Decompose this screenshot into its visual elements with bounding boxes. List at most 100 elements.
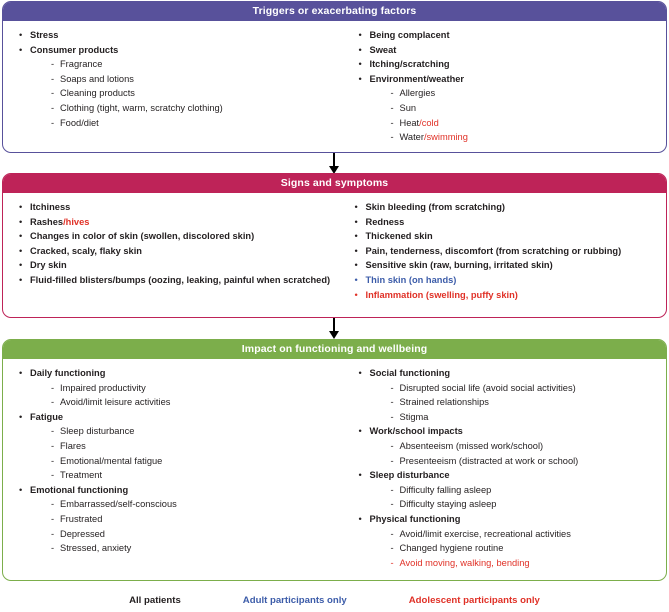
- signs-left-list: Itchiness Rashes/hives Changes in color …: [17, 200, 335, 288]
- list-item-label: Sleep disturbance: [369, 470, 450, 481]
- list-item-label: Thickened skin: [365, 231, 433, 242]
- impact-box-title: Impact on functioning and wellbeing: [3, 340, 666, 359]
- sub-list: Absenteeism (missed work/school) Present…: [370, 439, 667, 468]
- sub-list-item: Food/diet: [30, 116, 335, 131]
- sub-list-item: Water/swimming: [370, 130, 667, 145]
- sub-list-item: Embarrassed/self-conscious: [30, 497, 335, 512]
- triggers-left-list: Stress Consumer products Fragrance Soaps…: [17, 28, 335, 130]
- sub-list-item: Depressed: [30, 527, 335, 542]
- impact-box: Impact on functioning and wellbeing Dail…: [2, 339, 667, 581]
- sub-list-item: Allergies: [370, 86, 667, 101]
- sub-list-item: Emotional/mental fatigue: [30, 454, 335, 469]
- list-item: Physical functioning Avoid/limit exercis…: [357, 512, 667, 570]
- sub-list: Impaired productivity Avoid/limit leisur…: [30, 381, 335, 410]
- list-item-adolescent-only: Inflammation (swelling, puffy skin): [353, 288, 667, 303]
- list-item-label: Itchiness: [30, 202, 71, 212]
- triggers-box-body: Stress Consumer products Fragrance Soaps…: [3, 21, 666, 151]
- list-item-label: Fatigue: [30, 411, 64, 422]
- list-item-label: Rashes: [30, 216, 64, 227]
- sub-list-item: Flares: [30, 439, 335, 454]
- list-item-label: Stress: [30, 30, 59, 40]
- list-item: Rashes/hives: [17, 215, 335, 230]
- sub-list: Embarrassed/self-conscious Frustrated De…: [30, 497, 335, 555]
- sub-list-item-suffix: /swimming: [423, 132, 468, 143]
- impact-left-list: Daily functioning Impaired productivity …: [17, 366, 335, 556]
- list-item: Fluid-filled blisters/bumps (oozing, lea…: [17, 273, 335, 288]
- sub-list-item: Cleaning products: [30, 86, 335, 101]
- list-item: Pain, tenderness, discomfort (from scrat…: [353, 244, 667, 259]
- legend-adolescent-only: Adolescent participants only: [408, 595, 540, 606]
- list-item-label: Environment/weather: [369, 73, 465, 84]
- sub-list-item-label: Water: [399, 132, 424, 143]
- list-item: Sleep disturbance Difficulty falling asl…: [357, 468, 667, 512]
- list-item-label: Skin bleeding (from scratching): [365, 202, 505, 212]
- list-item-label: Sweat: [369, 44, 397, 55]
- sub-list-item: Treatment: [30, 468, 335, 483]
- list-item-label: Being complacent: [369, 30, 450, 40]
- list-item: Dry skin: [17, 258, 335, 273]
- triggers-right-column: Being complacent Sweat Itching/scratchin…: [335, 28, 667, 145]
- sub-list-item: Difficulty staying asleep: [370, 497, 667, 512]
- list-item: Itchiness: [17, 200, 335, 215]
- sub-list-item: Clothing (tight, warm, scratchy clothing…: [30, 101, 335, 116]
- sub-list-item: Sleep disturbance: [30, 424, 335, 439]
- list-item: Social functioning Disrupted social life…: [357, 366, 667, 424]
- signs-box-title: Signs and symptoms: [3, 174, 666, 193]
- list-item-adult-only: Thin skin (on hands): [353, 273, 667, 288]
- list-item-label: Fluid-filled blisters/bumps (oozing, lea…: [30, 274, 331, 285]
- legend-adult-only: Adult participants only: [242, 595, 347, 606]
- signs-right-list: Skin bleeding (from scratching) Redness …: [353, 200, 667, 302]
- sub-list-item: Sun: [370, 101, 667, 116]
- list-item: Sweat: [357, 43, 667, 58]
- triggers-box-title: Triggers or exacerbating factors: [3, 2, 666, 21]
- list-item-label: Redness: [365, 216, 405, 227]
- sub-list-item: Strained relationships: [370, 395, 667, 410]
- sub-list-item: Frustrated: [30, 512, 335, 527]
- list-item: Thickened skin: [353, 229, 667, 244]
- impact-box-body: Daily functioning Impaired productivity …: [3, 359, 666, 576]
- arrow-down-icon: [329, 318, 339, 339]
- list-item-label: Emotional functioning: [30, 484, 129, 495]
- list-item: Cracked, scaly, flaky skin: [17, 244, 335, 259]
- sub-list-item: Changed hygiene routine: [370, 541, 667, 556]
- sub-list: Allergies Sun Heat/cold Water/swimming: [370, 86, 667, 144]
- list-item-label: Consumer products: [30, 44, 119, 55]
- list-item-label: Social functioning: [369, 368, 451, 378]
- sub-list-item: Difficulty falling asleep: [370, 483, 667, 498]
- list-item: Stress: [17, 28, 335, 43]
- sub-list-item-label: Heat: [399, 117, 420, 128]
- list-item-label: Dry skin: [30, 260, 67, 271]
- list-item-suffix: /hives: [63, 216, 90, 227]
- sub-list-item: Avoid/limit exercise, recreational activ…: [370, 527, 667, 542]
- list-item: Environment/weather Allergies Sun Heat/c…: [357, 72, 667, 145]
- sub-list-item: Soaps and lotions: [30, 72, 335, 87]
- sub-list: Sleep disturbance Flares Emotional/menta…: [30, 424, 335, 482]
- list-item: Fatigue Sleep disturbance Flares Emotion…: [17, 410, 335, 483]
- sub-list: Fragrance Soaps and lotions Cleaning pro…: [30, 57, 335, 130]
- list-item-label: Daily functioning: [30, 368, 106, 378]
- list-item: Being complacent: [357, 28, 667, 43]
- impact-right-list: Social functioning Disrupted social life…: [357, 366, 667, 570]
- triggers-right-list: Being complacent Sweat Itching/scratchin…: [357, 28, 667, 145]
- list-item-label: Inflammation (swelling, puffy skin): [365, 289, 518, 300]
- sub-list-item: Impaired productivity: [30, 381, 335, 396]
- sub-list: Difficulty falling asleep Difficulty sta…: [370, 483, 667, 512]
- sub-list-item: Presenteeism (distracted at work or scho…: [370, 454, 667, 469]
- signs-right-column: Skin bleeding (from scratching) Redness …: [335, 200, 667, 302]
- list-item-label: Cracked, scaly, flaky skin: [30, 245, 142, 256]
- triggers-box: Triggers or exacerbating factors Stress …: [2, 1, 667, 153]
- list-item-label: Changes in color of skin (swollen, disco…: [30, 231, 255, 242]
- sub-list-item: Avoid/limit leisure activities: [30, 395, 335, 410]
- arrow-down-icon: [329, 153, 339, 174]
- list-item: Daily functioning Impaired productivity …: [17, 366, 335, 410]
- sub-list-item: Disrupted social life (avoid social acti…: [370, 381, 667, 396]
- impact-right-column: Social functioning Disrupted social life…: [335, 366, 667, 570]
- signs-left-column: Itchiness Rashes/hives Changes in color …: [3, 200, 335, 302]
- sub-list-item-adolescent-only: Avoid moving, walking, bending: [370, 556, 667, 571]
- signs-and-symptoms-box: Signs and symptoms Itchiness Rashes/hive…: [2, 173, 667, 318]
- sub-list-item: Stigma: [370, 410, 667, 425]
- list-item: Consumer products Fragrance Soaps and lo…: [17, 43, 335, 131]
- list-item: Work/school impacts Absenteeism (missed …: [357, 424, 667, 468]
- signs-box-body: Itchiness Rashes/hives Changes in color …: [3, 193, 666, 308]
- list-item: Skin bleeding (from scratching): [353, 200, 667, 215]
